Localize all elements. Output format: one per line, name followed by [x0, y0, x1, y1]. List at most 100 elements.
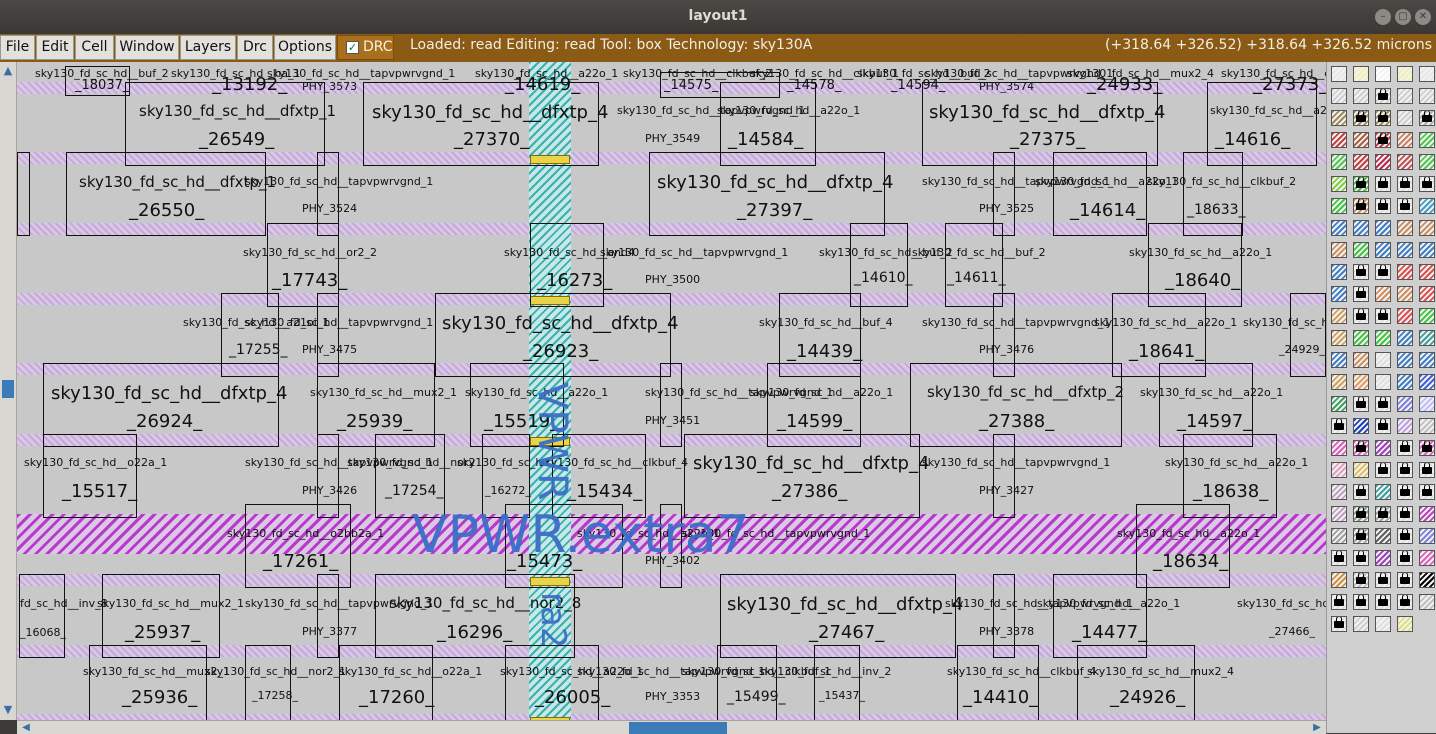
layer-swatch-icon[interactable]	[1353, 308, 1369, 324]
layer-swatch-icon[interactable]	[1353, 484, 1369, 500]
layer-swatch-icon[interactable]	[1353, 264, 1369, 280]
layer-swatch-icon[interactable]	[1375, 418, 1391, 434]
layer-swatch-icon[interactable]	[1419, 440, 1435, 456]
cell-box[interactable]	[993, 152, 1015, 236]
layer-swatch-icon[interactable]	[1353, 374, 1369, 390]
cell-box[interactable]	[957, 645, 1039, 720]
layer-swatch-icon[interactable]	[1331, 594, 1347, 610]
cell-box[interactable]	[720, 574, 956, 658]
cell-box[interactable]	[1077, 645, 1195, 720]
layer-swatch-icon[interactable]	[1375, 462, 1391, 478]
cell-box[interactable]	[435, 293, 671, 377]
layer-swatch-icon[interactable]	[1353, 462, 1369, 478]
layer-swatch-icon[interactable]	[1397, 308, 1413, 324]
layer-swatch-icon[interactable]	[1375, 308, 1391, 324]
layer-swatch-icon[interactable]	[1397, 396, 1413, 412]
cell-box[interactable]	[779, 293, 861, 377]
layer-swatch-icon[interactable]	[1419, 132, 1435, 148]
layer-swatch-icon[interactable]	[1331, 308, 1347, 324]
cell-box[interactable]	[375, 434, 445, 518]
cell-box[interactable]	[102, 574, 220, 658]
layer-swatch-icon[interactable]	[1397, 264, 1413, 280]
cell-box[interactable]	[717, 645, 777, 720]
layer-swatch-icon[interactable]	[1419, 286, 1435, 302]
drc-toggle[interactable]: ✓ DRC	[337, 35, 394, 60]
layer-swatch-icon[interactable]	[1375, 66, 1391, 82]
layer-swatch-icon[interactable]	[1331, 506, 1347, 522]
cell-box[interactable]	[317, 152, 339, 236]
layer-swatch-icon[interactable]	[1419, 352, 1435, 368]
layer-swatch-icon[interactable]	[1353, 132, 1369, 148]
vertical-scroll-thumb[interactable]	[2, 380, 14, 398]
layer-swatch-icon[interactable]	[1353, 330, 1369, 346]
minimize-icon[interactable]: –	[1375, 9, 1391, 25]
layer-swatch-icon[interactable]	[1397, 462, 1413, 478]
layer-palette[interactable]	[1326, 62, 1436, 733]
layer-swatch-icon[interactable]	[1419, 308, 1435, 324]
layer-swatch-icon[interactable]	[1419, 484, 1435, 500]
scroll-down-icon[interactable]: ▼	[3, 703, 13, 716]
layer-swatch-icon[interactable]	[1375, 330, 1391, 346]
layer-swatch-icon[interactable]	[1353, 198, 1369, 214]
layer-swatch-icon[interactable]	[1331, 154, 1347, 170]
layout-canvas[interactable]: sky130_fd_sc_hd__buf_2 _18037_ sky130_fd…	[17, 62, 1326, 720]
cell-box[interactable]	[89, 645, 207, 720]
layer-swatch-icon[interactable]	[1331, 528, 1347, 544]
cell-box[interactable]	[1159, 363, 1253, 447]
layer-swatch-icon[interactable]	[1397, 110, 1413, 126]
layer-swatch-icon[interactable]	[1375, 616, 1391, 632]
scroll-left-icon[interactable]: ◀	[22, 722, 30, 733]
layer-swatch-icon[interactable]	[1397, 132, 1413, 148]
scroll-right-icon[interactable]: ▶	[1313, 722, 1321, 733]
layer-swatch-icon[interactable]	[1353, 242, 1369, 258]
layer-swatch-icon[interactable]	[1331, 418, 1347, 434]
layer-swatch-icon[interactable]	[1419, 264, 1435, 280]
layer-swatch-icon[interactable]	[1353, 88, 1369, 104]
layer-swatch-icon[interactable]	[1397, 506, 1413, 522]
cell-box[interactable]	[530, 223, 604, 307]
layer-swatch-icon[interactable]	[1419, 550, 1435, 566]
cell-box[interactable]	[660, 363, 682, 447]
layer-swatch-icon[interactable]	[1331, 616, 1347, 632]
cell-box[interactable]	[660, 504, 682, 588]
cell-box[interactable]	[317, 574, 339, 658]
cell-box[interactable]	[1207, 82, 1317, 166]
layer-swatch-icon[interactable]	[1331, 132, 1347, 148]
layer-swatch-icon[interactable]	[1331, 220, 1347, 236]
layer-swatch-icon[interactable]	[1375, 88, 1391, 104]
layer-swatch-icon[interactable]	[1419, 418, 1435, 434]
layer-swatch-icon[interactable]	[1375, 176, 1391, 192]
cell-box[interactable]	[1136, 504, 1230, 588]
menu-layers[interactable]: Layers	[180, 35, 236, 60]
cell-box[interactable]	[1053, 152, 1147, 236]
cell-box[interactable]	[363, 82, 599, 166]
layer-swatch-icon[interactable]	[1419, 154, 1435, 170]
layer-swatch-icon[interactable]	[1375, 132, 1391, 148]
menu-drc[interactable]: Drc	[237, 35, 273, 60]
layer-swatch-icon[interactable]	[1419, 572, 1435, 588]
layer-swatch-icon[interactable]	[1397, 550, 1413, 566]
layer-swatch-icon[interactable]	[1353, 616, 1369, 632]
layer-swatch-icon[interactable]	[1397, 528, 1413, 544]
layer-swatch-icon[interactable]	[1331, 462, 1347, 478]
vertical-scrollbar[interactable]: ▲ ▼	[0, 62, 17, 720]
layer-swatch-icon[interactable]	[1397, 418, 1413, 434]
cell-box[interactable]	[814, 645, 860, 720]
layer-swatch-icon[interactable]	[1419, 176, 1435, 192]
cell-box[interactable]	[922, 82, 1158, 166]
layer-swatch-icon[interactable]	[1419, 462, 1435, 478]
horizontal-scrollbar[interactable]: ◀ ▶	[17, 720, 1326, 734]
layer-swatch-icon[interactable]	[1375, 352, 1391, 368]
cell-box[interactable]	[267, 223, 339, 307]
cell-box[interactable]	[1183, 152, 1243, 236]
cell-box[interactable]	[767, 363, 861, 447]
layer-swatch-icon[interactable]	[1331, 242, 1347, 258]
layer-swatch-icon[interactable]	[1419, 66, 1435, 82]
cell-box[interactable]	[1053, 574, 1147, 658]
cell-box[interactable]	[684, 434, 920, 518]
layer-swatch-icon[interactable]	[1419, 506, 1435, 522]
menu-file[interactable]: File	[0, 35, 35, 60]
layer-swatch-icon[interactable]	[1331, 352, 1347, 368]
layer-swatch-icon[interactable]	[1375, 572, 1391, 588]
layer-swatch-icon[interactable]	[1331, 66, 1347, 82]
